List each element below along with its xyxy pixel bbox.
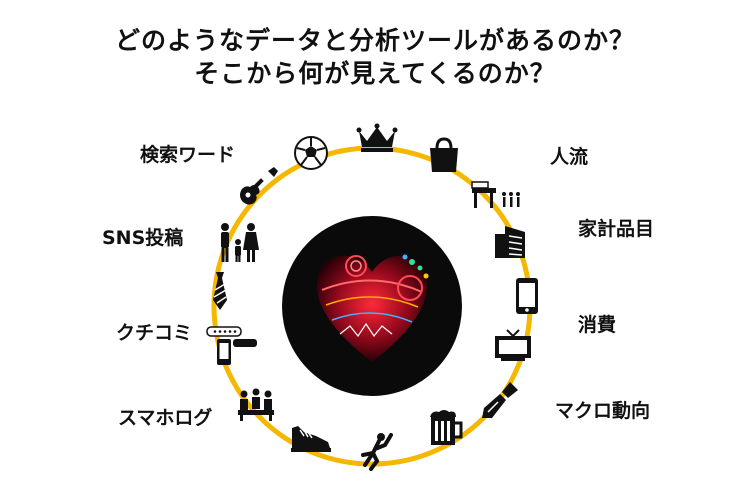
- necktie-icon: [213, 272, 227, 310]
- title-line-1: どのようなデータと分析ツールがあるのか？: [114, 26, 635, 55]
- label-people-flow: 人流: [550, 146, 589, 168]
- title-line-2: そこから何が見えてくるのか？: [194, 59, 556, 88]
- crown-icon: [356, 123, 398, 152]
- label-search-words: 検索ワード: [140, 144, 236, 166]
- building-icon: [495, 226, 525, 258]
- climber-icon: [361, 433, 393, 471]
- center-heart-visual: [282, 216, 462, 396]
- meeting-icon: [238, 388, 274, 421]
- shopping-bag-icon: [430, 137, 458, 172]
- label-consumption: 消費: [578, 314, 617, 336]
- television-icon: [495, 329, 531, 361]
- chat-phone-icon: [206, 326, 257, 365]
- label-macro-trends: マクロ動向: [555, 400, 651, 422]
- label-sns-posts: SNS投稿: [102, 227, 184, 249]
- guitar-icon: [240, 167, 278, 205]
- trowel-icon: [482, 382, 518, 418]
- family-icon: [221, 223, 259, 262]
- train-station-icon: [471, 181, 520, 208]
- sneaker-icon: [291, 426, 331, 452]
- soccer-ball-icon: [294, 136, 328, 170]
- label-reviews: クチコミ: [116, 322, 193, 344]
- label-household-items: 家計品目: [578, 218, 655, 240]
- smartphone-icon: [516, 278, 538, 314]
- beer-mug-icon: [430, 410, 463, 445]
- label-smartphone-logs: スマホログ: [118, 407, 213, 429]
